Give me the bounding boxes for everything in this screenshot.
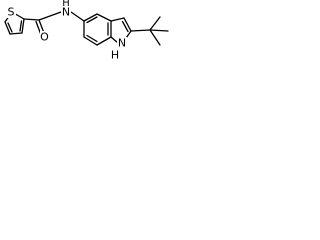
bond-c2-cq [130, 29, 151, 32]
sulfur-atom-label: S [8, 6, 15, 19]
bond-c2-carbonyl [23, 18, 40, 21]
bond-carbonyl-o-double [35, 20, 42, 35]
bond-carbonyl-o [38, 19, 45, 34]
indole-benzene-ring [83, 13, 112, 46]
amide-linkage [23, 11, 85, 35]
amide-hydrogen-label: H [62, 0, 70, 9]
bond-c7-c6 [83, 36, 98, 46]
bond-c7a-c7 [96, 36, 112, 46]
bond-c5-c4-ind [83, 13, 98, 22]
bond-carbonyl-n [38, 11, 62, 21]
bond-cq-me2 [149, 29, 169, 32]
bond-n-c5-indole [70, 11, 85, 22]
diagram-canvas: S O H N N H [0, 0, 187, 79]
bond-c3-c2-ind-double [121, 20, 129, 33]
oxygen-atom-label: O [40, 31, 49, 44]
atom-labels: S O H N N H [6, 0, 127, 62]
bond-c3a-c3 [110, 17, 125, 22]
bond-c4-c3 [9, 32, 23, 35]
bond-c5-c4 [4, 21, 11, 35]
bond-c5-c4-ind-double [86, 16, 98, 24]
chemical-structure: S O H N N H [4, 0, 169, 62]
indole-hydrogen-label: H [111, 49, 119, 62]
indole-pyrrole-ring [110, 17, 132, 44]
bond-c4-c3a [96, 13, 112, 22]
amide-nitrogen-label: N [62, 6, 70, 19]
bond-c3-c2-double [19, 20, 23, 32]
tert-butyl-group [130, 16, 169, 46]
bond-c7-c6-double [86, 34, 98, 43]
bond-c3-c2-ind [123, 17, 132, 32]
bond-c3-c2 [21, 18, 25, 34]
bond-c4-c5-double [7, 22, 13, 33]
bond-cq-me3 [149, 29, 161, 46]
indole-nitrogen-label: N [118, 37, 126, 50]
bond-n1-c7a [110, 36, 119, 44]
bond-cq-me1 [149, 16, 161, 31]
